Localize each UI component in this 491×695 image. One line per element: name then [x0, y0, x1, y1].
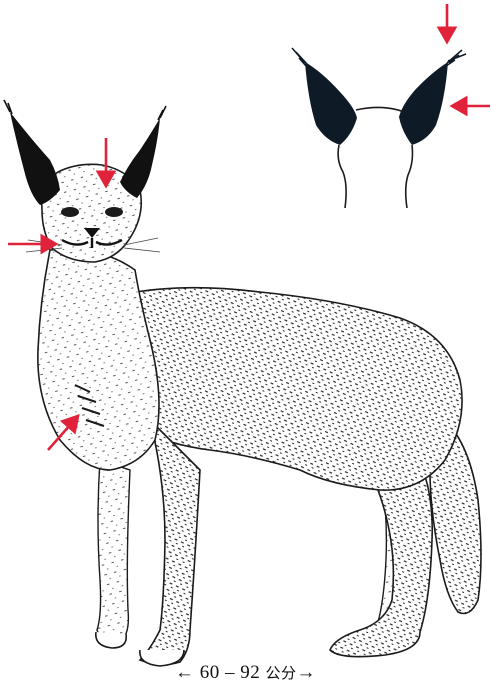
- right-ear-tuft: [158, 106, 166, 120]
- chest: [38, 249, 159, 470]
- inset-head-outline: [356, 107, 404, 112]
- inset-left-tuft: [292, 48, 307, 66]
- left-eye: [61, 207, 79, 217]
- left-ear-tuft: [4, 100, 12, 114]
- body-length-label: ← 60 – 92 公分→: [0, 662, 491, 684]
- inset-neck-right: [406, 145, 413, 208]
- right-ear: [120, 118, 160, 198]
- right-arrow: →: [297, 662, 317, 683]
- inset-right-ear: [399, 62, 448, 145]
- ear-detail-inset: [292, 48, 466, 208]
- length-unit: 公分: [265, 666, 296, 682]
- left-ear: [10, 112, 60, 205]
- inset-neck-left: [338, 145, 346, 208]
- inset-right-tuft: [446, 50, 466, 66]
- length-value: 60 – 92: [200, 662, 261, 683]
- far-front-leg: [97, 460, 130, 640]
- right-eye: [105, 207, 123, 217]
- left-arrow: ←: [175, 662, 195, 683]
- inset-left-ear: [305, 62, 357, 145]
- caracal-body-drawing: [4, 100, 481, 666]
- near-front-leg: [140, 420, 200, 665]
